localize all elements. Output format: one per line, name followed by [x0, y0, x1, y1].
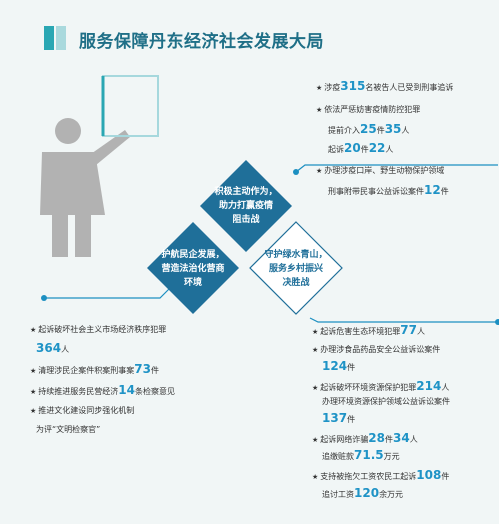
bullet-icon: ★	[30, 407, 37, 415]
diamond-top-line: 积极主动作为，	[214, 187, 278, 197]
connector-lines	[44, 164, 498, 323]
right-item: 124件	[322, 359, 356, 373]
title-accent-light	[56, 26, 66, 50]
page-title: 服务保障丹东经济社会发展大局	[79, 32, 324, 52]
bullet-icon: ★	[312, 436, 319, 444]
top-right-item: 起诉20件22人	[328, 141, 394, 155]
bullet-icon: ★	[316, 84, 323, 92]
right-item: 办理环境资源保护领域公益诉讼案件	[322, 397, 450, 406]
diamond-left-line: 护航民企发展，	[161, 250, 225, 260]
diamond-right-line: 服务乡村振兴	[268, 264, 323, 274]
diamond-right-line: 决胜战	[282, 278, 310, 288]
top-right-item: 刑事附带民事公益诉讼案件12件	[328, 183, 449, 197]
top-right-item: ★涉疫315名被告人已受到刑事追诉	[316, 79, 454, 93]
left-item: ★推进文化建设同步强化机制	[30, 406, 135, 415]
top-right-item: ★办理涉疫口岸、野生动物保护领域	[316, 166, 445, 175]
top-right-item: ★依法严惩妨害疫情防控犯罪	[316, 105, 421, 114]
connector-dots	[41, 169, 499, 325]
diamond-top-line: 阻击战	[232, 215, 260, 225]
left-item: 364人	[36, 341, 70, 355]
diamond-right-label: 守护绿水青山， 服务乡村振兴 决胜战	[256, 248, 336, 290]
right-item: 追讨工资120余万元	[322, 486, 404, 500]
bullet-icon: ★	[30, 388, 37, 396]
diamond-top-label: 积极主动作为， 助力打赢疫情 阻击战	[206, 185, 286, 227]
right-item: ★支持被拖欠工资农民工起诉108件	[312, 468, 450, 482]
presenter-illustration	[40, 118, 130, 257]
diamond-left-line: 环境	[183, 278, 202, 288]
bullet-icon: ★	[312, 473, 319, 481]
right-item: ★起诉网络诈骗28件34人	[312, 431, 418, 445]
diamond-top-line: 助力打赢疫情	[218, 201, 273, 211]
bullet-icon: ★	[316, 167, 323, 175]
diamond-left-line: 营造法治化营商	[161, 264, 225, 274]
left-item: ★持续推进服务民营经济14条检察意见	[30, 383, 175, 397]
bullet-icon: ★	[30, 367, 37, 375]
bullet-icon: ★	[312, 384, 319, 392]
diamond-right	[249, 221, 343, 315]
left-item: ★起诉破坏社会主义市场经济秩序犯罪	[30, 325, 167, 334]
bullet-icon: ★	[30, 326, 37, 334]
diamond-right-line: 守护绿水青山，	[264, 250, 328, 260]
diamond-left	[147, 222, 239, 314]
diamond-left-label: 护航民企发展， 营造法治化营商 环境	[153, 248, 233, 290]
bullet-icon: ★	[312, 328, 319, 336]
title-accent-dark	[44, 26, 54, 50]
right-item: ★起诉危害生态环境犯罪77人	[312, 323, 425, 337]
bullet-icon: ★	[312, 346, 319, 354]
right-item: ★办理涉食品药品安全公益诉讼案件	[312, 345, 441, 354]
bullet-icon: ★	[316, 106, 323, 114]
left-item: 为评“文明检察官”	[36, 425, 101, 434]
board-illustration	[101, 75, 159, 137]
left-item: ★清理涉民企案件积案刑事案73件	[30, 362, 159, 376]
right-item: ★起诉破坏环境资源保护犯罪214人	[312, 379, 450, 393]
diamond-top	[200, 160, 292, 252]
right-item: 追缴赃款71.5万元	[322, 448, 400, 462]
top-right-item: 提前介入25件35人	[328, 122, 410, 136]
right-item: 137件	[322, 411, 356, 425]
